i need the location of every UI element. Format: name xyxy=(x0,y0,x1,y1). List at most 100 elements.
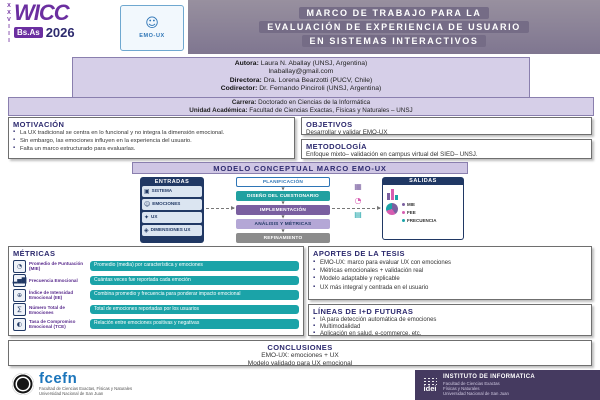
wicc-subline: Bs.As 2026 xyxy=(14,25,75,40)
bullet-item: Falta un marco estructurado para evaluar… xyxy=(13,145,290,153)
metric-row: ◐ Tasa de Compromiso Emocional (TCE) Rel… xyxy=(13,317,299,331)
objetivos-panel: OBJETIVOS Desarrollar y validar EMO-UX xyxy=(301,117,592,135)
metric-label: Índice de Intensidad Emocional (IIE) xyxy=(29,290,74,300)
metric-label: Número Total de Emociones xyxy=(29,304,65,315)
wicc-edition: XXVIII xyxy=(6,3,12,45)
bullet-item: IA para detección automática de emocione… xyxy=(313,316,587,324)
emoux-face-icon: ☺ xyxy=(145,16,159,31)
codirector-line: Codirector: Dr. Fernando Pinciroli (UNSJ… xyxy=(73,85,529,93)
fcefn-logo-block: fcefn Facultad de Ciencias Exactas, Físi… xyxy=(12,371,133,396)
fcefn-subline-1: Facultad de Ciencias Exactas, Físicas y … xyxy=(39,386,133,391)
metric-row: ∑ Número Total de Emociones Total de emo… xyxy=(13,303,299,316)
legend-dot-icon xyxy=(402,202,405,206)
step-analisis-metricas: ANÁLISIS Y MÉTRICAS xyxy=(236,219,330,229)
grid-report-icon: ▦ xyxy=(354,182,362,191)
carrera-line: Carrera: Doctorado en Ciencias de la Inf… xyxy=(9,99,593,107)
entrada-label: SISTEMA xyxy=(151,188,173,194)
entrada-item-dimensiones: ◈ DIMENSIONES UX xyxy=(142,225,202,236)
directora-value: Dra. Lorena Bearzotti (PUCV, Chile) xyxy=(263,76,373,84)
author-line: Autora: Laura N. Aballay (UNSJ, Argentin… xyxy=(73,60,529,68)
instituto-subline-2: Físicas y Naturales xyxy=(443,386,480,391)
conclusiones-line-1: EMO-UX: emociones + UX xyxy=(261,352,339,359)
process-steps: PLANIFICACIÓN ▼ DISEÑO DEL CUESTIONARIO … xyxy=(236,177,330,243)
legend-label: FEE xyxy=(407,209,416,215)
autora-value: Laura N. Aballay (UNSJ, Argentina) xyxy=(260,60,368,67)
salidas-legend: MIE FEE FRECUENCIA xyxy=(402,188,437,236)
metricas-panel: MÉTRICAS ◔ Promedio de Puntuación (MIE) … xyxy=(8,246,304,336)
program-box: Carrera: Doctorado en Ciencias de la Inf… xyxy=(8,97,594,116)
wicc-name: WICC xyxy=(14,0,70,25)
legend-dot-icon xyxy=(402,210,405,214)
instituto-subline-1: Facultad de Ciencias Exactas xyxy=(443,381,500,386)
author-email: lnaballay@gmail.com xyxy=(268,68,334,76)
legend-item: MIE xyxy=(402,202,437,207)
carrera-label: Carrera: xyxy=(231,99,257,106)
lineas-panel: LÍNEAS DE I+D FUTURAS IA para detección … xyxy=(308,304,592,336)
bullet-item: Modelo adaptable y replicable xyxy=(313,274,587,283)
entrada-label: UX xyxy=(151,214,158,220)
metodologia-title: METODOLOGÍA xyxy=(306,142,367,151)
lineas-title: LÍNEAS DE I+D FUTURAS xyxy=(313,307,414,316)
poster-title-line-1: MARCO DE TRABAJO PARA LA xyxy=(298,7,490,19)
pie-chart-icon: ◔ xyxy=(354,196,362,205)
entradas-title: ENTRADAS xyxy=(154,179,190,185)
aportes-title: APORTES DE LA TESIS xyxy=(313,249,405,258)
codirector-value: Dr. Fernando Pinciroli (UNSJ, Argentina) xyxy=(259,85,382,93)
unidad-label: Unidad Académica: xyxy=(189,106,248,114)
balance-icon: ◐ xyxy=(13,317,26,331)
objetivos-text: Desarrollar y validar EMO-UX xyxy=(306,129,388,135)
metric-row: ⊕ Índice de Intensidad Emocional (IIE) C… xyxy=(13,288,299,302)
aportes-panel: APORTES DE LA TESIS EMO-UX: marco para e… xyxy=(308,246,592,300)
entradas-box: ENTRADAS ▣ SISTEMA ☺ EMOCIONES ✦ UX ◈ DI… xyxy=(140,177,204,243)
motivacion-title: MOTIVACIÓN xyxy=(13,120,65,129)
unsj-seal-logo xyxy=(12,373,34,395)
salidas-box: SALIDAS MIE FEE xyxy=(382,177,464,243)
directora-label: Directora: xyxy=(229,76,262,84)
idei-logo: idei xyxy=(423,377,437,393)
metodologia-panel: METODOLOGÍA Enfoque mixto– validación en… xyxy=(301,139,592,159)
bar-chart-icon: ▤ xyxy=(354,210,362,219)
metric-label: Frecuencia Emocional xyxy=(29,278,78,283)
entrada-item-ux: ✦ UX xyxy=(142,212,202,223)
salidas-body: MIE FEE FRECUENCIA xyxy=(382,185,464,240)
metric-description: Combina promedio y frecuencia para ponde… xyxy=(90,290,299,300)
motivacion-list: La UX tradicional se centra en lo funcio… xyxy=(13,129,290,153)
modelo-title: MODELO CONCEPTUAL MARCO EMO-UX xyxy=(132,162,468,174)
metric-row: ▂▅▇ Frecuencia Emocional Cuántas veces f… xyxy=(13,274,299,287)
poster-title: MARCO DE TRABAJO PARA LA EVALUACIÓN DE E… xyxy=(188,0,600,54)
entrada-item-emociones: ☺ EMOCIONES xyxy=(142,199,202,210)
wicc-logo-main: WICC Bs.As 2026 xyxy=(14,0,75,51)
autora-label: Autora: xyxy=(234,60,259,67)
emoux-logo-label: EMO-UX xyxy=(139,33,165,39)
unidad-value: Facultad de Ciencias Exactas, Físicas y … xyxy=(249,106,413,114)
combine-icon: ⊕ xyxy=(13,288,26,302)
metodologia-text: Enfoque mixto– validación en campus virt… xyxy=(306,151,478,158)
instituto-subline-3: Universidad Nacional de San Juan xyxy=(443,391,509,396)
aportes-list: EMO-UX: marco para evaluar UX con emocio… xyxy=(313,258,587,292)
emoux-logo: ☺ EMO-UX xyxy=(120,5,184,51)
conclusiones-panel: CONCLUSIONES EMO-UX: emociones + UX Mode… xyxy=(8,340,592,366)
ux-icon: ✦ xyxy=(144,214,150,221)
metric-description: Relación entre emociones positivas y neg… xyxy=(90,319,299,329)
entrada-item-sistema: ▣ SISTEMA xyxy=(142,186,202,197)
flow-arrow xyxy=(206,206,235,210)
bullet-item: Multimodalidad xyxy=(313,323,587,331)
metric-label: Tasa de Compromiso Emocional (TCE) xyxy=(29,319,76,329)
emotions-icon: ☺ xyxy=(144,201,151,208)
poster-title-line-3: EN SISTEMAS INTERACTIVOS xyxy=(301,35,487,47)
instituto-informatica-block: idei INSTITUTO DE INFORMATICA Facultad d… xyxy=(415,370,600,400)
conclusiones-title: CONCLUSIONES xyxy=(267,343,333,352)
footer: fcefn Facultad de Ciencias Exactas, Físi… xyxy=(0,370,600,400)
arrow-down-icon: ▼ xyxy=(281,186,285,191)
mini-pie-chart-icon xyxy=(386,203,398,215)
salidas-title: SALIDAS xyxy=(382,177,464,185)
legend-label: MIE xyxy=(407,201,416,207)
flow-arrow xyxy=(332,206,381,210)
wicc-location: Bs.As xyxy=(14,27,43,38)
bullet-item: Aplicación en salud, e-commerce, etc. xyxy=(313,330,587,335)
bar-chart-icon: ▂▅▇ xyxy=(13,274,26,287)
fcefn-subline-2: Universidad Nacional de San Juan xyxy=(39,391,104,396)
bullet-item: Sin embargo, las emociones influyen en l… xyxy=(13,137,290,145)
metric-description: Cuántas veces fue reportada cada emoción xyxy=(90,275,299,286)
unidad-line: Unidad Académica: Facultad de Ciencias E… xyxy=(9,107,593,115)
